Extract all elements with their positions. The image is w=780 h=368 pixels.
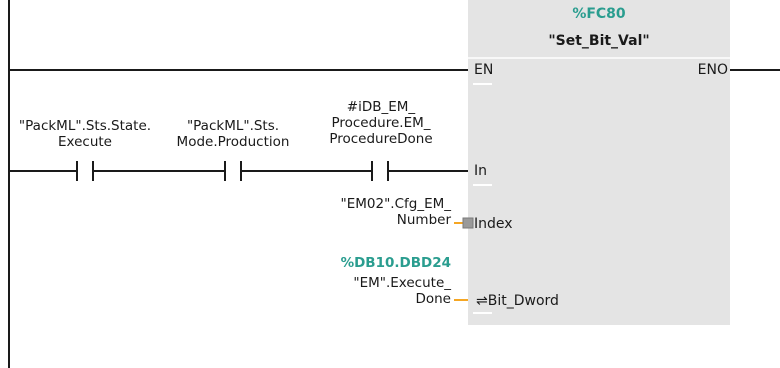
index-connector-square [462, 217, 474, 229]
operand-line: "EM".Execute_ [353, 275, 451, 291]
no-contact-3[interactable] [371, 161, 389, 181]
inout-arrow-icon: ⇌ [476, 293, 488, 309]
bit-dword-address: %DB10.DBD24 [340, 255, 451, 271]
in-pin-label: In [474, 163, 488, 179]
no-contact-1[interactable] [76, 161, 94, 181]
en-pin-label: EN [474, 62, 494, 78]
contact-1-operand[interactable]: "PackML".Sts.State. Execute [19, 118, 151, 150]
operand-line: ProcedureDone [329, 131, 433, 147]
contact-2-operand[interactable]: "PackML".Sts. Mode.Production [177, 118, 290, 150]
operand-line: Mode.Production [176, 134, 290, 150]
index-pin-label: Index [474, 216, 513, 232]
operand-line: Execute [57, 134, 112, 150]
block-address: %FC80 [572, 6, 626, 22]
operand-line: Procedure.EM_ [331, 115, 431, 131]
operand-line: Done [415, 291, 451, 307]
bit-dword-operand[interactable]: "EM".Execute_ Done [353, 275, 451, 307]
contact-3-operand[interactable]: #iDB_EM_ Procedure.EM_ ProcedureDone [329, 99, 432, 147]
operand-line: "PackML".Sts.State. [18, 118, 152, 134]
block-name[interactable]: "Set_Bit_Val" [548, 33, 650, 49]
operand-line: "EM02".Cfg_EM_ [340, 196, 452, 212]
eno-pin-label: ENO [697, 62, 728, 78]
operand-line: "PackML".Sts. [186, 118, 280, 134]
function-block-body[interactable] [468, 0, 730, 325]
operand-line: #iDB_EM_ [346, 99, 416, 115]
operand-line: Number [396, 212, 451, 228]
bit-dword-pin-label: ⇌Bit_Dword [476, 293, 559, 309]
bit-dword-label-text: Bit_Dword [487, 293, 559, 309]
no-contact-2[interactable] [224, 161, 242, 181]
index-operand[interactable]: "EM02".Cfg_EM_ Number [341, 196, 452, 228]
